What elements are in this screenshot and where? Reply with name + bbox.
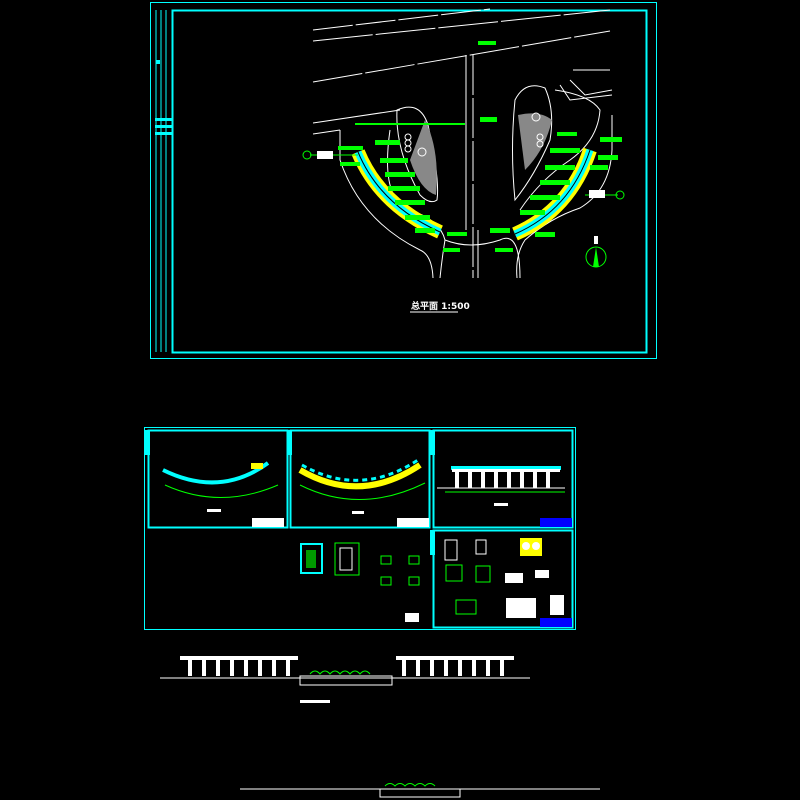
loose-detail-drawings	[300, 542, 420, 622]
sheet-construction-details	[430, 529, 574, 629]
planting-labels	[302, 41, 625, 252]
title-strip	[155, 10, 172, 352]
long-elevation	[160, 656, 530, 703]
detail-sheets-group	[144, 427, 576, 630]
left-planting-island	[396, 106, 439, 203]
north-arrow-icon	[585, 236, 607, 268]
site-plan-sheet: 总平面 1:500	[150, 2, 657, 359]
right-planting-island	[512, 85, 553, 202]
sheet-corridor-plan	[145, 429, 289, 529]
sheet-corridor-roof-plan	[287, 429, 431, 529]
road-lines	[312, 8, 613, 279]
bottom-section-drawing	[240, 783, 600, 798]
sheet-outer-frame	[150, 2, 657, 359]
left-corridor-plan	[351, 149, 443, 239]
right-corridor-plan	[512, 147, 597, 241]
sheet-inner-frame	[171, 9, 648, 354]
site-plan-title: 总平面 1:500	[411, 300, 470, 312]
sheet-corridor-elevation	[430, 429, 574, 529]
